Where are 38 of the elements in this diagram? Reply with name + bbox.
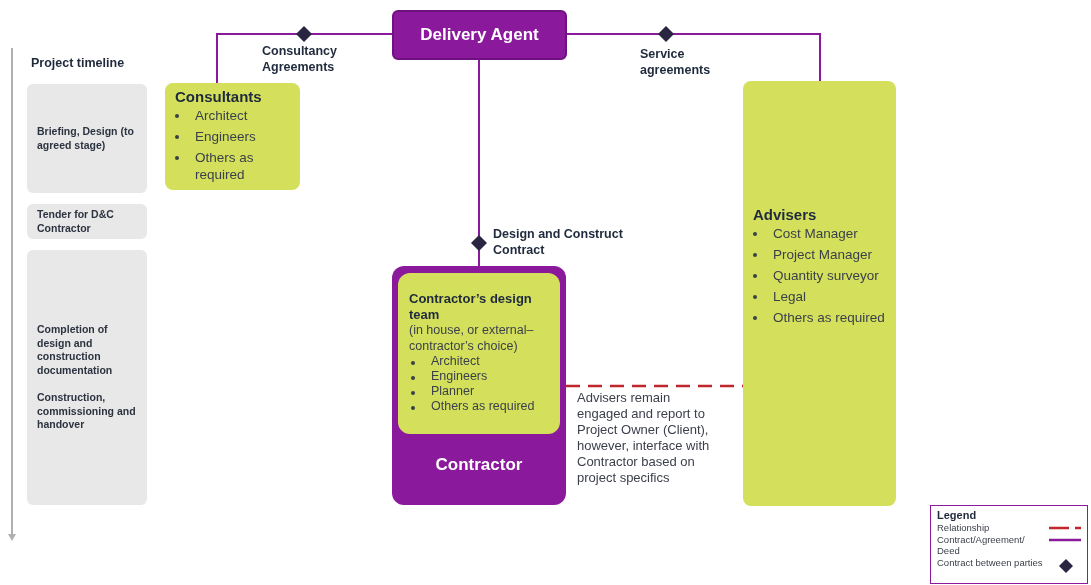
contract-line bbox=[566, 33, 821, 82]
party-box bbox=[165, 83, 300, 190]
contract-line bbox=[216, 33, 393, 84]
list-item: Engineers bbox=[431, 369, 488, 384]
list-item: Project Manager bbox=[773, 246, 873, 263]
list-item: Others as required bbox=[773, 309, 885, 326]
box-heading: Consultants bbox=[175, 87, 263, 107]
party-box bbox=[743, 81, 896, 506]
box-note: (in house, or external–contractor’s choice) bbox=[409, 323, 535, 354]
timeline-heading: Project timeline bbox=[31, 55, 125, 72]
contractor-box bbox=[392, 266, 566, 505]
phase-text: Completion of design and construction documentation bbox=[37, 323, 114, 378]
list-item: Cost Manager bbox=[773, 225, 858, 242]
phase-text: Construction, commissioning and handover bbox=[37, 391, 137, 432]
list-item: Quantity surveyor bbox=[773, 267, 879, 284]
contract-line bbox=[478, 59, 480, 267]
agent-box: Delivery Agent bbox=[392, 10, 567, 60]
design-team-box bbox=[398, 273, 560, 434]
legend-text: Contract between parties bbox=[937, 556, 1044, 568]
box-heading: Advisers bbox=[753, 205, 818, 225]
list-item: Others as required bbox=[431, 399, 535, 414]
list-item: Architect bbox=[431, 354, 480, 369]
edge-label: Design and Construct Contract bbox=[493, 226, 624, 258]
legend-text: Relationship bbox=[937, 522, 991, 534]
phase-text: Briefing, Design (to agreed stage) bbox=[37, 125, 135, 152]
list-item: Legal bbox=[773, 288, 807, 305]
edge-label: Service agreements bbox=[640, 46, 712, 78]
phase-text: Tender for D&C Contractor bbox=[37, 208, 115, 235]
box-heading: Contractor’s design team bbox=[409, 291, 533, 323]
list-item: Engineers bbox=[195, 128, 256, 145]
legend-title: Legend bbox=[937, 508, 978, 522]
legend-text: Contract/Agreement/ Deed bbox=[937, 533, 1026, 557]
box-heading: Contractor bbox=[434, 453, 524, 476]
edge-label: Advisers remain engaged and report to Project Owner (Client), however, interface with Contractor based on project specifics bbox=[577, 390, 711, 486]
list-item: Others as required bbox=[195, 149, 255, 183]
edge-label: Consultancy Agreements bbox=[262, 43, 338, 75]
list-item: Architect bbox=[195, 107, 248, 124]
list-item: Planner bbox=[431, 384, 475, 399]
